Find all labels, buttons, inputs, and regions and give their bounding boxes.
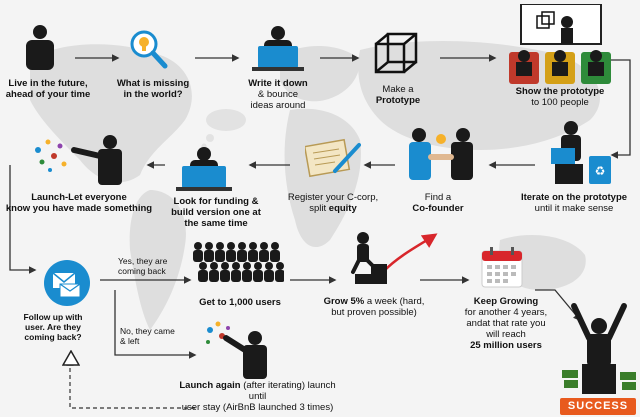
recycle-bin-icon: ♻: [551, 121, 611, 184]
step-label: build version one at: [171, 207, 261, 218]
step-label: Make a: [382, 84, 414, 95]
step-label: coming back: [118, 266, 166, 276]
warning-icon: [62, 350, 80, 366]
person-icon: [26, 25, 54, 70]
step-label: Launch again: [179, 380, 241, 391]
arrow-s10-s11: [9, 165, 37, 274]
step-grow: Grow 5% a week (hard,but proven possible…: [318, 296, 430, 318]
step-label: Launch-Let everyone: [31, 192, 127, 203]
step-label: Follow up with: [23, 312, 83, 322]
step-get-to-1000: Get to 1,000 users: [190, 297, 290, 308]
step-label: Iterate on the prototype: [520, 192, 628, 203]
step-label: coming back?: [24, 332, 82, 342]
growth-arrow: [384, 233, 438, 271]
laptop-icon: [252, 26, 304, 71]
branch-no-label: No, they came& left: [120, 326, 196, 346]
step-label: the same time: [184, 218, 248, 229]
step-label: for another 4 years,: [464, 307, 548, 318]
arrow-loop-back: [66, 358, 195, 409]
arrow-s11-s13: [114, 290, 197, 359]
step-label: andat that rate you: [466, 318, 546, 329]
document-pen-icon: [305, 138, 361, 178]
svg-text:♻: ♻: [595, 164, 606, 178]
step-label: (after iterating) launch until: [240, 380, 336, 402]
step-label: Keep Growing: [473, 296, 539, 307]
step-label: Register your C-corp,: [287, 192, 379, 203]
step-label: but proven possible): [331, 307, 417, 318]
lightbulb-magnifier-icon: [130, 30, 168, 69]
email-icon: [44, 260, 90, 306]
step-label: know you have made something: [5, 203, 153, 214]
step-label: equity: [328, 203, 357, 214]
cube-icon: [374, 32, 418, 74]
handshake-icon: [409, 128, 473, 180]
step-live-in-future: Live in the future,ahead of your time: [0, 78, 96, 100]
step-label: & left: [120, 336, 140, 346]
step-label: Look for funding &: [173, 196, 259, 207]
calendar-icon: [481, 247, 523, 288]
trophy-person-icon: [562, 303, 636, 394]
step-label: Grow 5%: [323, 296, 365, 307]
presentation-icon: [509, 4, 611, 84]
step-label: No, they came: [120, 326, 175, 336]
thought-bubble-icon: [176, 109, 246, 191]
step-launch-again: Launch again (after iterating) launch un…: [170, 380, 345, 413]
step-label: Find a: [424, 192, 452, 203]
launch-again-icon: [206, 321, 267, 379]
step-label: ideas around: [250, 100, 306, 111]
stairs-arrow-icon: [337, 232, 387, 284]
step-label: Yes, they are: [118, 256, 168, 266]
step-label: What is missing: [116, 78, 190, 89]
step-label: 25 million users: [470, 340, 542, 351]
arrow-s5-s6: [610, 59, 631, 159]
step-label: Prototype: [375, 95, 421, 106]
step-label: Show the prototype: [515, 86, 605, 97]
arrow-s15-success: [535, 289, 581, 322]
crowd-icon: [193, 242, 284, 282]
confetti-icon: [35, 135, 122, 185]
step-label: ahead of your time: [5, 89, 91, 100]
step-label: user. Are they: [25, 322, 81, 332]
step-label: Live in the future,: [8, 78, 88, 89]
step-label: to 100 people: [531, 97, 589, 108]
step-label: a week (hard,: [364, 296, 425, 307]
step-label: & bounce: [257, 89, 299, 100]
step-register-ccorp: Register your C-corp,split equity: [278, 192, 388, 214]
success-banner: SUCCESS: [560, 398, 636, 415]
step-label: in the world?: [123, 89, 183, 100]
step-label: Co-founder: [412, 203, 464, 214]
step-label: until it make sense: [534, 203, 614, 214]
step-label: will reach: [486, 329, 526, 340]
step-label: user stay (AirBnB launched 3 times): [181, 402, 334, 413]
step-label: Get to 1,000 users: [199, 297, 281, 308]
step-label: Write it down: [248, 78, 308, 89]
step-label: split: [309, 203, 329, 214]
